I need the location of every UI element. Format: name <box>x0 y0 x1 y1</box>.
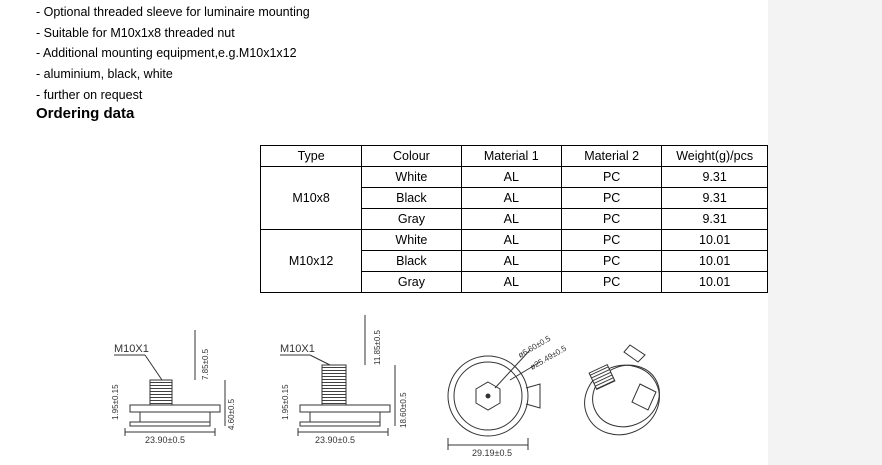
material1-cell: AL <box>460 250 562 272</box>
colour-cell: White <box>361 166 462 188</box>
material2-cell: PC <box>560 271 663 293</box>
table-row: M10x8 White AL PC 9.31 <box>259 166 768 230</box>
table-header-row: Type Colour Material 1 Material 2 Weight… <box>259 145 768 167</box>
weight-cell: 10.01 <box>661 250 768 272</box>
colour-cell: White <box>361 229 462 251</box>
thread-height-dimension: 1.95±0.15 <box>281 384 290 420</box>
material1-cell: AL <box>460 208 562 230</box>
height-dimension: 4.60±0.5 <box>227 398 236 430</box>
header-type: Type <box>259 145 363 167</box>
weight-cell: 10.01 <box>661 229 768 251</box>
technical-drawings: M10X1 23.90±0.5 7.85±0.5 4.60±0.5 1.95±0… <box>111 315 660 458</box>
weight-cell: 10.01 <box>661 271 768 293</box>
height-dimension: 7.85±0.5 <box>201 348 210 380</box>
width-dimension: 23.90±0.5 <box>315 435 355 445</box>
width-dimension: 23.90±0.5 <box>145 435 185 445</box>
material1-cell: AL <box>460 166 562 188</box>
feature-item: - aluminium, black, white <box>36 67 173 82</box>
table-row: Black AL PC 10.01 <box>261 250 768 272</box>
weight-cell: 9.31 <box>661 187 768 209</box>
material1-cell: AL <box>460 271 562 293</box>
page-gutter <box>768 0 882 465</box>
thread-height-dimension: 1.95±0.15 <box>111 384 120 420</box>
isometric-view <box>584 344 660 436</box>
material2-cell: PC <box>560 208 663 230</box>
material2-cell: PC <box>560 166 663 188</box>
weight-cell: 9.31 <box>661 208 768 230</box>
section-heading: Ordering data <box>36 105 135 122</box>
header-weight: Weight(g)/pcs <box>661 145 768 167</box>
feature-item: - Suitable for M10x1x8 threaded nut <box>36 25 235 40</box>
colour-cell: Black <box>361 250 462 272</box>
height-dimension: 11.85±0.5 <box>373 330 382 365</box>
material2-cell: PC <box>560 229 663 251</box>
table-row: Gray AL PC 10.01 <box>261 271 768 293</box>
top-view: ø6.60±0.5 ø25.49±0.5 29.19±0.5 <box>447 334 568 458</box>
weight-cell: 9.31 <box>661 166 768 188</box>
colour-cell: Black <box>361 187 462 209</box>
table-row: M10x12 White AL PC 10.01 <box>259 229 768 293</box>
width-dimension: 29.19±0.5 <box>472 448 512 458</box>
material2-cell: PC <box>560 250 663 272</box>
feature-item: - further on request <box>36 87 143 102</box>
feature-list: - Optional threaded sleeve for luminaire… <box>36 2 310 106</box>
type-cell: M10x12 <box>259 229 363 293</box>
thread-label: M10X1 <box>114 343 149 355</box>
thread-label: M10X1 <box>280 343 315 355</box>
header-material-1: Material 1 <box>460 145 562 167</box>
document-page: - Optional threaded sleeve for luminaire… <box>36 2 768 458</box>
type-cell: M10x8 <box>259 166 363 230</box>
colour-cell: Gray <box>361 271 462 293</box>
height-dimension: 18.60±0.5 <box>399 392 408 428</box>
ordering-table: Type Colour Material 1 Material 2 Weight… <box>259 145 768 293</box>
side-view-m10x12: M10X1 23.90±0.5 11.85±0.5 18.60±0.5 1.95… <box>280 315 408 445</box>
feature-item: - Optional threaded sleeve for luminaire… <box>36 5 310 19</box>
side-view-m10x8: M10X1 23.90±0.5 7.85±0.5 4.60±0.5 1.95±0… <box>111 330 236 445</box>
material1-cell: AL <box>460 229 562 251</box>
material1-cell: AL <box>460 187 562 209</box>
header-colour: Colour <box>361 145 462 167</box>
feature-item: - Additional mounting equipment,e.g.M10x… <box>36 46 297 61</box>
header-material-2: Material 2 <box>560 145 663 167</box>
colour-cell: Gray <box>361 208 462 230</box>
material2-cell: PC <box>560 187 663 209</box>
